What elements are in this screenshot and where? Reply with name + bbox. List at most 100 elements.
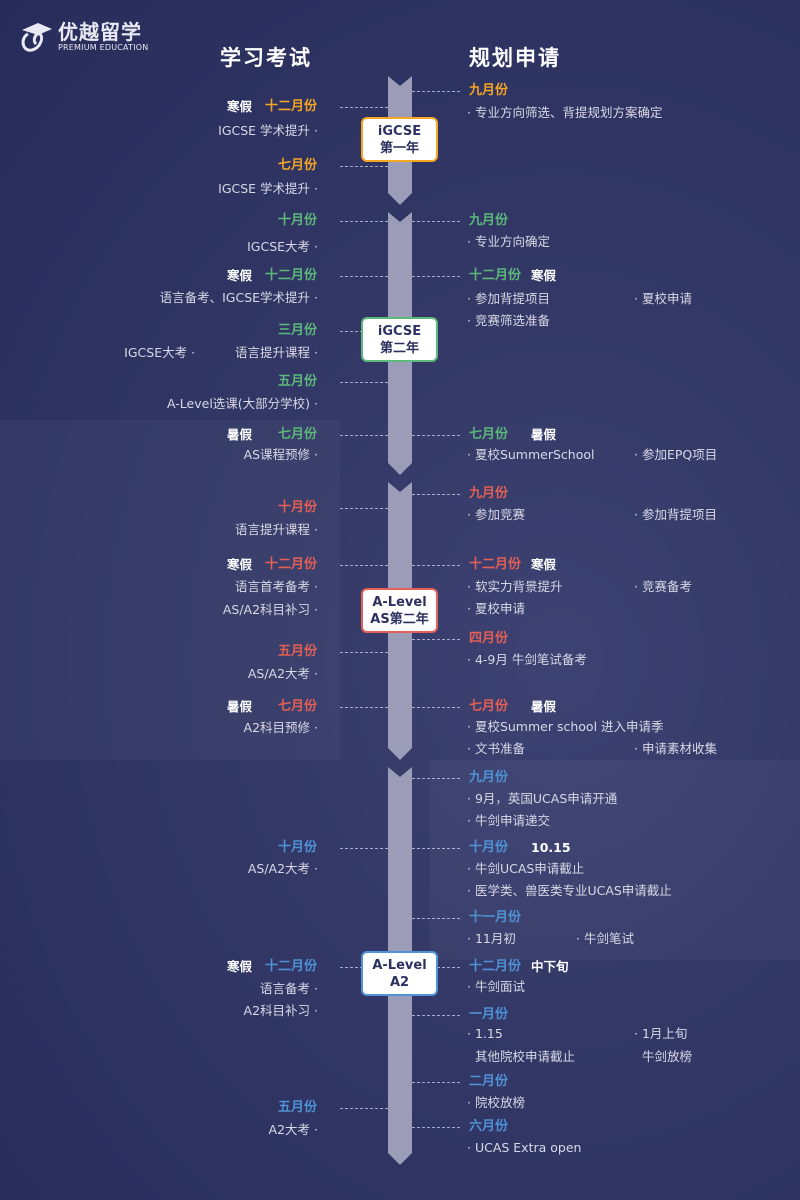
study-item: IGCSE 学术提升 · bbox=[218, 123, 318, 138]
month-label: 十二月份 bbox=[469, 268, 522, 283]
connector-line bbox=[412, 1015, 460, 1016]
plan-item: · 牛剑笔试 bbox=[576, 931, 634, 946]
study-item: A2科目预修 · bbox=[243, 720, 318, 735]
study-item: AS/A2大考 · bbox=[247, 666, 318, 681]
stage-badge-line: A-Level bbox=[372, 594, 427, 610]
logo-name: 优越留学 bbox=[58, 20, 142, 44]
column-header-study-exams: 学习考试 bbox=[220, 46, 312, 70]
connector-line bbox=[340, 382, 388, 383]
plan-item: · 竞赛备考 bbox=[634, 579, 692, 594]
plan-item: · 牛剑申请递交 bbox=[467, 813, 550, 828]
connector-line bbox=[412, 565, 460, 566]
month-label: 五月份 bbox=[277, 1100, 317, 1115]
month-label: 三月份 bbox=[277, 323, 317, 338]
timing-note: 10.15 bbox=[531, 840, 571, 855]
plan-item: · 11月初 bbox=[467, 931, 516, 946]
holiday-label: 暑假 bbox=[227, 427, 253, 442]
study-item: A-Level选课(大部分学校) · bbox=[167, 396, 318, 411]
stage-badge-line: A-Level bbox=[372, 957, 427, 973]
month-label: 十一月份 bbox=[469, 910, 522, 925]
connector-line bbox=[340, 276, 388, 277]
study-item-row: 语言提升课程 · bbox=[195, 522, 318, 538]
plan-item: · 牛剑面试 bbox=[467, 979, 525, 994]
background-photo-area bbox=[430, 760, 800, 960]
study-item: 语言提升课程 · bbox=[235, 522, 318, 537]
month-label: 九月份 bbox=[469, 213, 509, 228]
connector-line bbox=[412, 1127, 460, 1128]
month-label: 九月份 bbox=[469, 83, 509, 98]
plan-item: · 1月上旬 bbox=[634, 1026, 688, 1041]
connector-line bbox=[412, 435, 460, 436]
study-item: A2大考 · bbox=[268, 1122, 318, 1137]
connector-line bbox=[412, 91, 460, 92]
study-item-row: 语言备考、IGCSE学术提升 · bbox=[120, 290, 318, 306]
connector-line bbox=[412, 276, 460, 277]
timing-note: 寒假 bbox=[531, 557, 557, 572]
study-item-row: A-Level选课(大部分学校) · bbox=[127, 396, 318, 412]
month-label: 十月份 bbox=[469, 840, 509, 855]
plan-item: · 夏校申请 bbox=[467, 601, 525, 616]
month-label: 五月份 bbox=[277, 644, 317, 659]
study-item-row: A2科目补习 · bbox=[204, 1003, 318, 1019]
connector-line bbox=[340, 1108, 388, 1109]
study-item-row: IGCSE 学术提升 · bbox=[178, 181, 318, 197]
connector-line bbox=[412, 848, 460, 849]
stage-badge-line: 第二年 bbox=[379, 340, 419, 356]
connector-line bbox=[412, 707, 460, 708]
study-item: 语言首考备考 · bbox=[235, 579, 318, 594]
month-label: 十月份 bbox=[277, 213, 317, 228]
connector-line bbox=[412, 918, 460, 919]
month-label: 七月份 bbox=[277, 427, 317, 442]
study-item-row: IGCSE大考 · bbox=[207, 239, 318, 255]
plan-item: · 1.15 bbox=[467, 1026, 503, 1041]
plan-item: 牛剑放榜 bbox=[634, 1049, 692, 1064]
plan-item: · 夏校Summer school 进入申请季 bbox=[467, 719, 664, 734]
holiday-label: 寒假 bbox=[227, 959, 253, 974]
plan-item: · 竞赛筛选准备 bbox=[467, 313, 550, 328]
connector-line bbox=[340, 707, 388, 708]
study-item: IGCSE 学术提升 · bbox=[218, 181, 318, 196]
month-label: 七月份 bbox=[277, 158, 317, 173]
timing-note: 暑假 bbox=[531, 427, 557, 442]
month-label: 十月份 bbox=[277, 500, 317, 515]
plan-item: · 参加竞赛 bbox=[467, 507, 525, 522]
stage-badge-line: iGCSE bbox=[377, 323, 422, 339]
connector-line bbox=[412, 1082, 460, 1083]
month-label: 四月份 bbox=[469, 631, 509, 646]
stage-badge-line: AS第二年 bbox=[370, 611, 429, 627]
plan-item: · UCAS Extra open bbox=[467, 1140, 582, 1155]
logo-tagline: PREMIUM EDUCATION bbox=[58, 43, 149, 52]
study-item: AS课程预修 · bbox=[243, 447, 318, 462]
connector-line bbox=[340, 166, 388, 167]
study-item: IGCSE大考 · bbox=[247, 239, 318, 254]
month-label: 二月份 bbox=[469, 1074, 509, 1089]
connector-line bbox=[340, 565, 388, 566]
study-item-row: 语言备考 · bbox=[220, 981, 318, 997]
connector-line bbox=[340, 508, 388, 509]
study-item-row: AS课程预修 · bbox=[204, 447, 318, 463]
connector-line bbox=[340, 652, 388, 653]
connector-line bbox=[340, 435, 388, 436]
graduation-cap-logo-icon bbox=[21, 23, 52, 52]
timing-note: 中下旬 bbox=[531, 959, 569, 974]
plan-item: · 软实力背景提升 bbox=[467, 579, 563, 594]
plan-item: · 牛剑UCAS申请截止 bbox=[467, 861, 585, 876]
plan-item: · 9月，英国UCAS申请开通 bbox=[467, 791, 618, 806]
month-label: 十二月份 bbox=[264, 959, 317, 974]
month-label: 七月份 bbox=[277, 699, 317, 714]
stage-badge-line: 第一年 bbox=[379, 140, 419, 156]
study-item: 语言备考、IGCSE学术提升 · bbox=[159, 290, 318, 305]
connector-line bbox=[412, 221, 460, 222]
stage-badge-line: iGCSE bbox=[377, 123, 422, 139]
connector-line bbox=[412, 778, 460, 779]
month-label: 十二月份 bbox=[264, 557, 317, 572]
study-item: A2科目补习 · bbox=[243, 1003, 318, 1018]
logo: 优越留学 PREMIUM EDUCATION bbox=[18, 20, 148, 54]
plan-item: · 4-9月 牛剑笔试备考 bbox=[467, 652, 587, 667]
month-label: 十月份 bbox=[277, 840, 317, 855]
plan-item: 其他院校申请截止 bbox=[467, 1049, 575, 1064]
